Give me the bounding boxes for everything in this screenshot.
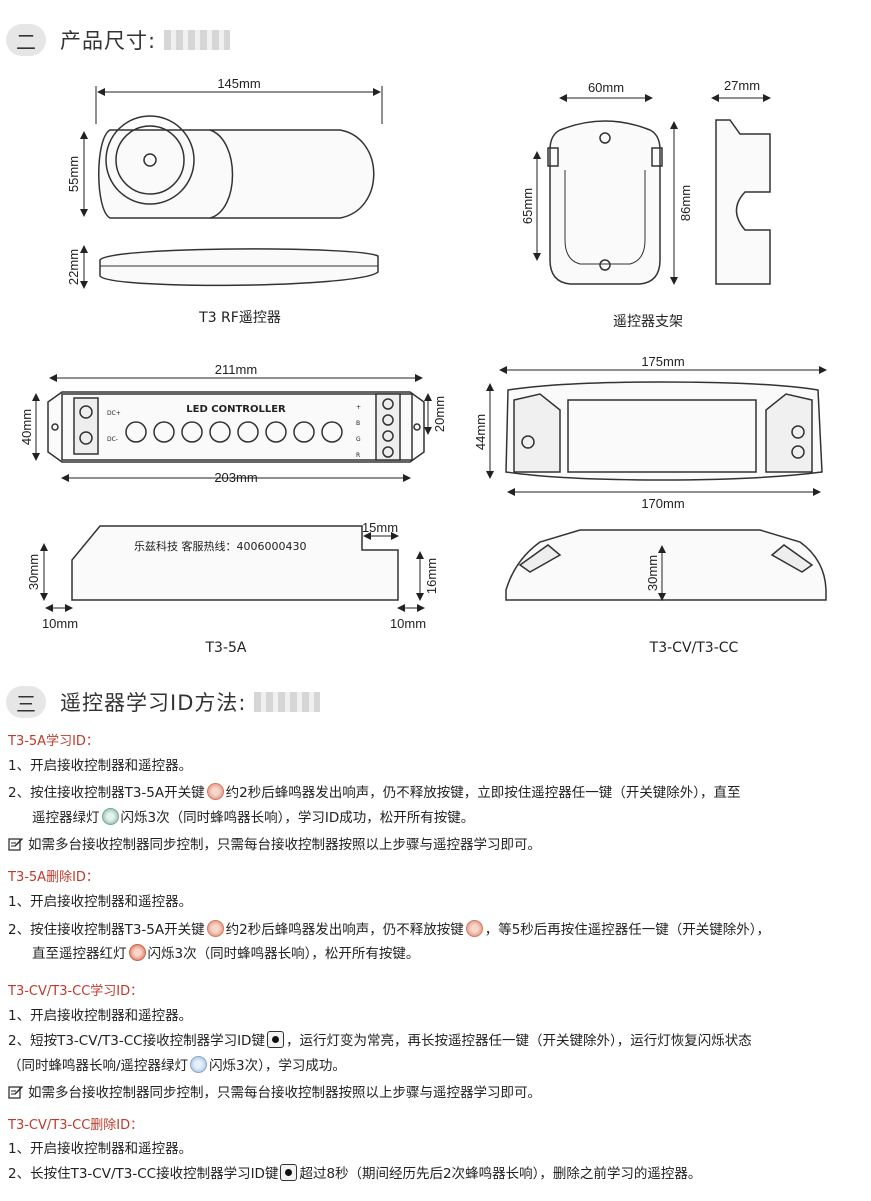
note: 如需多台接收控制器同步控制，只需每台接收控制器按照以上步骤与遥控器学习即可。 bbox=[8, 1081, 541, 1101]
step-1: 1、开启接收控制器和遥控器。 bbox=[8, 1008, 193, 1024]
green-light-icon bbox=[101, 808, 119, 825]
subheading-t3cv-learn: T3-CV/T3-CC学习ID： bbox=[8, 984, 144, 999]
step-2-cont: 直至遥控器红灯 闪烁3次（同时蜂鸣器长响），松开所有按键。 bbox=[32, 942, 419, 962]
power-key-icon bbox=[206, 783, 224, 800]
t3-5a-top-view bbox=[47, 391, 425, 463]
terminal-dc-minus: DC- bbox=[107, 436, 118, 443]
step-2-cont: （同时蜂鸣器长响/遥控器绿灯 闪烁3次），学习成功。 bbox=[8, 1054, 346, 1074]
terminal-g: G bbox=[356, 436, 361, 443]
dimension-drawings: 145mm 55mm 22mm T3 RF遥控器 60mm 27mm 65mm … bbox=[19, 76, 827, 656]
terminal-b: B bbox=[356, 420, 360, 427]
step-text: 约2秒后蜂鸣器发出响声，仍不释放按键，立即按住遥控器任一键（开关键除外），直至 bbox=[225, 785, 741, 801]
t35a-height-label: 40mm bbox=[19, 409, 34, 445]
step-1: 1、开启接收控制器和遥控器。 bbox=[8, 758, 193, 774]
remote-thickness-label: 22mm bbox=[66, 249, 81, 285]
step-text: 闪烁3次（同时蜂鸣器长响），松开所有按键。 bbox=[147, 946, 420, 962]
terminal-dc-plus: DC+ bbox=[107, 410, 121, 417]
t3cv-caption: T3-CV/T3-CC bbox=[649, 640, 739, 656]
step-text: 遥控器绿灯 bbox=[32, 810, 100, 826]
t3-cv-side-view bbox=[505, 529, 827, 601]
t3cv-length-label: 175mm bbox=[641, 354, 684, 369]
decorative-pattern bbox=[254, 692, 321, 712]
step-2: 2、长按住T3-CV/T3-CC接收控制器学习ID键 超过8秒（期间经历先后2次蜂… bbox=[8, 1162, 701, 1182]
bracket-caption: 遥控器支架 bbox=[613, 314, 683, 330]
step-2: 2、短按T3-CV/T3-CC接收控制器学习ID键 ，运行灯变为常亮，再长按遥控器… bbox=[8, 1029, 752, 1049]
t35a-right-offset-label: 10mm bbox=[390, 616, 426, 631]
step-text: ，等5秒后再按住遥控器任一键（开关键除外）， bbox=[484, 922, 771, 938]
t35a-inner-length-label: 203mm bbox=[214, 470, 257, 485]
learn-id-key-icon bbox=[266, 1031, 284, 1048]
note: 如需多台接收控制器同步控制，只需每台接收控制器按照以上步骤与遥控器学习即可。 bbox=[8, 833, 541, 853]
step-text: 闪烁3次），学习成功。 bbox=[209, 1058, 346, 1074]
section-title: 产品尺寸: bbox=[60, 29, 157, 53]
t35a-caption: T3-5A bbox=[205, 640, 247, 656]
t35a-step-height-label: 16mm bbox=[424, 558, 439, 594]
note-text: 如需多台接收控制器同步控制，只需每台接收控制器按照以上步骤与遥控器学习即可。 bbox=[28, 1085, 541, 1101]
step-text: ，运行灯变为常亮，再长按遥控器任一键（开关键除外），运行灯恢复闪烁状态 bbox=[285, 1033, 752, 1049]
t3cv-inner-length-label: 170mm bbox=[641, 496, 684, 511]
bracket-depth-label: 27mm bbox=[724, 78, 760, 93]
t35a-length-label: 211mm bbox=[215, 362, 257, 377]
t3-cv-top-view bbox=[505, 381, 823, 481]
t3cv-height-label: 44mm bbox=[473, 414, 488, 450]
step-text: 2、按住接收控制器T3-5A开关键 bbox=[8, 785, 205, 801]
t3-5a-side-view bbox=[71, 525, 399, 601]
section-number: 二 bbox=[6, 24, 46, 56]
t35a-terminal-height-label: 20mm bbox=[432, 396, 447, 432]
red-light-icon bbox=[128, 944, 146, 961]
step-2: 2、按住接收控制器T3-5A开关键 约2秒后蜂鸣器发出响声，仍不释放按键 ，等5秒后… bbox=[8, 918, 770, 938]
remote-top-view bbox=[98, 115, 375, 219]
t3cv-side-height-label: 30mm bbox=[645, 555, 660, 591]
step-text: 2、按住接收控制器T3-5A开关键 bbox=[8, 922, 205, 938]
section-title: 遥控器学习ID方法: bbox=[60, 691, 247, 715]
green-light-icon bbox=[190, 1056, 208, 1073]
terminal-plus: + bbox=[356, 404, 361, 411]
remote-height-label: 55mm bbox=[66, 156, 81, 192]
power-key-icon bbox=[465, 920, 483, 937]
step-text: 超过8秒（期间经历先后2次蜂鸣器长响），删除之前学习的遥控器。 bbox=[299, 1166, 702, 1182]
note-pencil-icon bbox=[8, 1086, 23, 1099]
section-header-learn-id: 三 遥控器学习ID方法: bbox=[6, 686, 321, 718]
step-text: 约2秒后蜂鸣器发出响声，仍不释放按键 bbox=[225, 922, 464, 938]
bracket-front-view bbox=[547, 120, 663, 285]
step-2: 2、按住接收控制器T3-5A开关键 约2秒后蜂鸣器发出响声，仍不释放按键，立即按住… bbox=[8, 781, 740, 801]
step-text: 闪烁3次（同时蜂鸣器长响），学习ID成功，松开所有按键。 bbox=[120, 810, 475, 826]
hotline-text: 乐兹科技 客服热线：4006000430 bbox=[134, 539, 306, 553]
step-text: 2、长按住T3-CV/T3-CC接收控制器学习ID键 bbox=[8, 1166, 279, 1182]
bracket-width-label: 60mm bbox=[588, 80, 624, 95]
step-2-cont: 遥控器绿灯 闪烁3次（同时蜂鸣器长响），学习ID成功，松开所有按键。 bbox=[32, 806, 474, 826]
section-number: 三 bbox=[6, 686, 46, 718]
t35a-step-width-label: 15mm bbox=[362, 520, 398, 535]
step-text: （同时蜂鸣器长响/遥控器绿灯 bbox=[8, 1058, 189, 1074]
subheading-t35a-delete: T3-5A删除ID： bbox=[8, 870, 99, 885]
bracket-inner-height-label: 65mm bbox=[520, 188, 535, 224]
step-1: 1、开启接收控制器和遥控器。 bbox=[8, 894, 193, 910]
decorative-pattern bbox=[164, 30, 231, 50]
terminal-r: R bbox=[356, 452, 360, 459]
learn-id-key-icon bbox=[280, 1164, 298, 1181]
subheading-t3cv-delete: T3-CV/T3-CC删除ID： bbox=[8, 1118, 144, 1133]
step-text: 2、短按T3-CV/T3-CC接收控制器学习ID键 bbox=[8, 1033, 265, 1049]
bracket-height-label: 86mm bbox=[678, 185, 693, 221]
panel-label: LED CONTROLLER bbox=[186, 404, 286, 415]
power-key-icon bbox=[206, 920, 224, 937]
step-text: 直至遥控器红灯 bbox=[32, 946, 127, 962]
remote-caption: T3 RF遥控器 bbox=[198, 310, 281, 326]
bracket-side-view bbox=[715, 119, 771, 285]
remote-side-view bbox=[99, 248, 379, 287]
step-1: 1、开启接收控制器和遥控器。 bbox=[8, 1141, 193, 1157]
t35a-side-height-label: 30mm bbox=[26, 554, 41, 590]
subheading-t35a-learn: T3-5A学习ID： bbox=[8, 734, 99, 749]
section-header-dimensions: 二 产品尺寸: bbox=[6, 24, 231, 56]
note-text: 如需多台接收控制器同步控制，只需每台接收控制器按照以上步骤与遥控器学习即可。 bbox=[28, 837, 541, 853]
note-pencil-icon bbox=[8, 838, 23, 851]
t35a-left-offset-label: 10mm bbox=[42, 616, 78, 631]
remote-width-label: 145mm bbox=[217, 76, 260, 91]
